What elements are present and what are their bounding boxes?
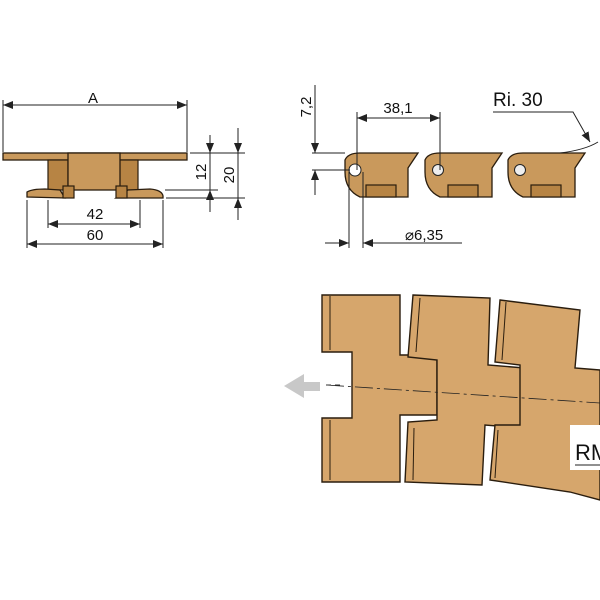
dim-20-label: 20 [221, 167, 238, 184]
side-view: 7,2 38,1 Ri. 30 ⌀6,35 [298, 85, 599, 248]
dim-7-2-label: 7,2 [298, 97, 315, 118]
top-view: RM [284, 294, 600, 501]
chain-cross-section [2, 152, 188, 199]
dim-42-label: 42 [87, 206, 104, 223]
dim-pin-label: ⌀6,35 [405, 227, 443, 244]
plate-2 [404, 294, 526, 486]
dim-38-1-label: 38,1 [383, 100, 412, 117]
rm-label: RM [575, 440, 600, 465]
dim-ri30-label: Ri. 30 [493, 90, 543, 111]
dim-60-label: 60 [87, 227, 104, 244]
chain-links-side [344, 152, 587, 198]
dim-a-label: A [88, 90, 98, 107]
front-view: A 42 60 12 20 [2, 90, 245, 248]
dim-12-label: 12 [193, 164, 210, 181]
direction-arrow-icon [284, 374, 340, 398]
